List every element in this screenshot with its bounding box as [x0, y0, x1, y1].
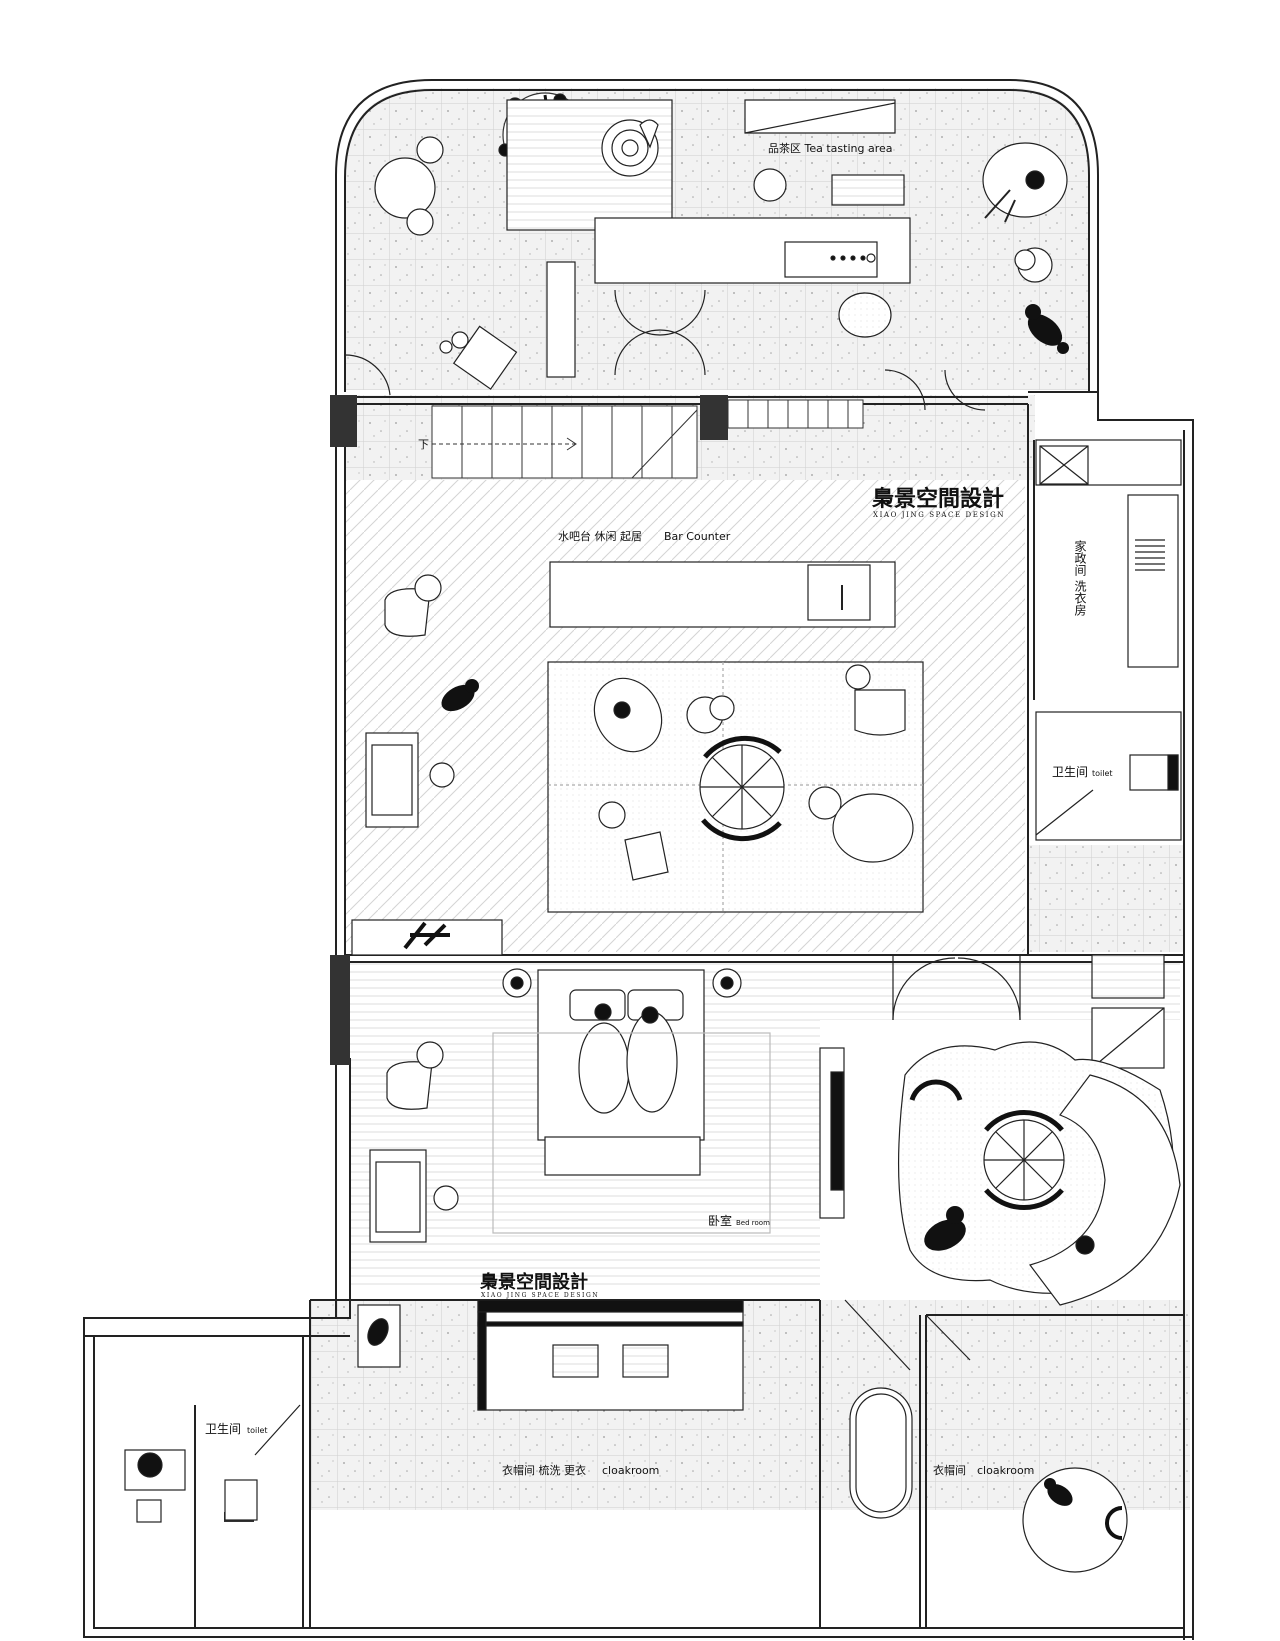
- tea-area-furniture: [344, 92, 1069, 411]
- cloakroom-main-label-en: cloakroom: [602, 1464, 659, 1477]
- bar-counter-label-en: Bar Counter: [664, 530, 731, 543]
- dog-icon: [924, 1206, 966, 1251]
- cloakroom-main-label-cn: 衣帽间 梳洗 更衣: [502, 1463, 586, 1477]
- brand-sub-top: XIAO JING SPACE DESIGN: [873, 511, 1005, 519]
- dog-icon: [441, 679, 479, 712]
- cloakroom-small-label-en: cloakroom: [977, 1464, 1034, 1477]
- tea-area-label: 品茶区 Tea tasting area: [768, 142, 893, 155]
- cloakroom-small-label-cn: 衣帽间: [933, 1463, 966, 1477]
- dog-icon: [1025, 304, 1069, 354]
- service-wing: [1035, 439, 1182, 1069]
- laundry-label: 家政间 洗衣房: [1073, 539, 1087, 616]
- cloakroom-furniture: [124, 1299, 1128, 1573]
- toilet-right-label-cn: 卫生间: [1052, 765, 1088, 779]
- toilet-right-label-en: toilet: [1092, 769, 1113, 778]
- living-furniture: [351, 561, 924, 956]
- labels: 品茶区 Tea tasting area 下 水吧台 休闲 起居 Bar Cou…: [205, 142, 1113, 1477]
- brand-name-bottom: 梟景空間設計: [479, 1271, 588, 1293]
- brand-name-top: 梟景空間設計: [871, 486, 1004, 512]
- toilet-left-label-en: toilet: [247, 1426, 268, 1435]
- bedroom-furniture: [369, 955, 1181, 1306]
- bar-counter-label-cn: 水吧台 休闲 起居: [558, 529, 642, 543]
- walls: [83, 79, 1194, 1640]
- stair-down-label: 下: [418, 438, 429, 451]
- dog-icon: [1044, 1478, 1073, 1506]
- staircase: [431, 399, 864, 479]
- bedroom-label-en: Bed room: [736, 1219, 770, 1227]
- toilet-left-label-cn: 卫生间: [205, 1422, 241, 1436]
- wall-blocks: [224, 395, 728, 1522]
- bedroom-label-cn: 卧室: [708, 1213, 732, 1228]
- brand-sub-bottom: XIAO JING SPACE DESIGN: [481, 1292, 599, 1299]
